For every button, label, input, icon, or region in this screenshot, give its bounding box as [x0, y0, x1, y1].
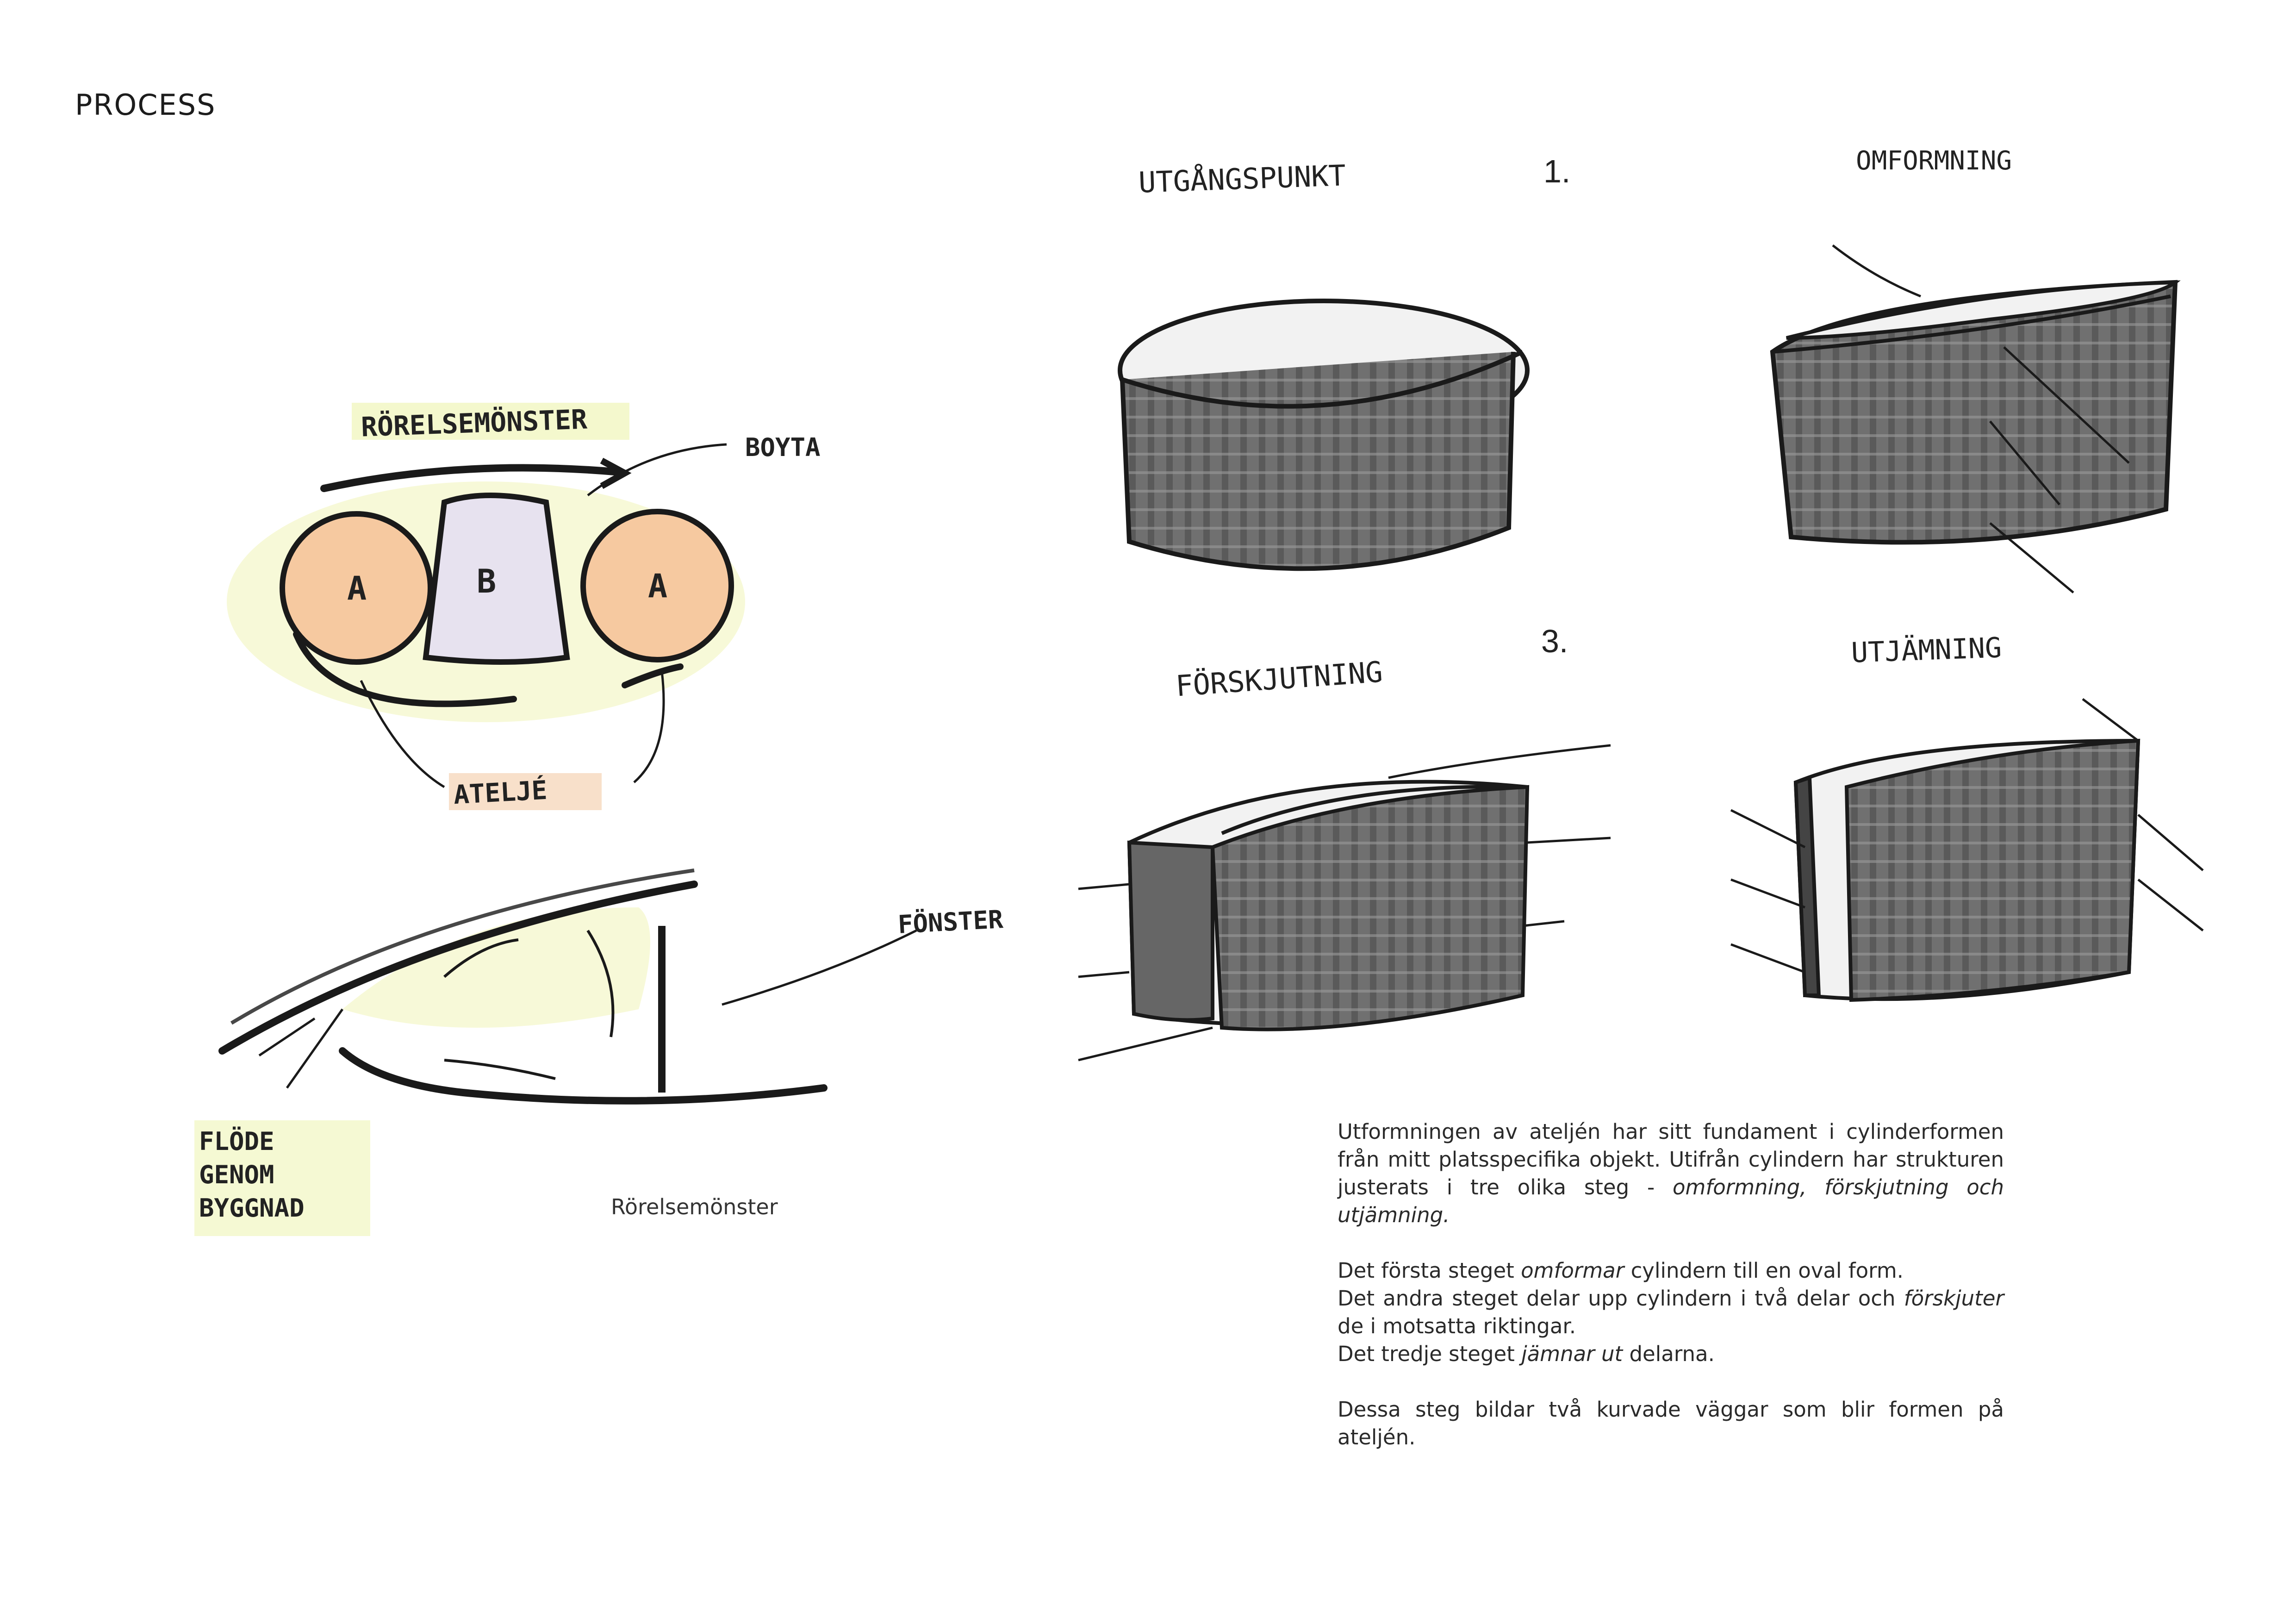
step3-split-sketch [1078, 744, 1611, 1062]
circle-a-left [280, 511, 433, 665]
step1-number: 1. [1543, 153, 1571, 189]
step1-title: UTGÅNGSPUNKT [1138, 158, 1347, 200]
label-flow-line3: BYGGNAD [199, 1193, 305, 1223]
movement-diagram [227, 403, 745, 810]
top-flow-arrow [320, 464, 624, 492]
step2-title: OMFORMNING [1856, 146, 2012, 176]
label-circle-a-right: A [648, 567, 668, 605]
step3-number: 3. [1541, 623, 1568, 659]
label-block-b: B [477, 562, 497, 600]
label-flow-line2: GENOM [199, 1160, 274, 1189]
description-paragraph-3: Dessa steg bildar två kurvade väggar som… [1338, 1397, 2004, 1449]
page-title: PROCESS [75, 88, 216, 122]
step4-equalize-sketch [1730, 698, 2204, 1002]
label-studio: ATELJÉ [453, 775, 548, 811]
lower-wall [339, 1047, 828, 1105]
upper-wall [218, 881, 698, 1055]
description-text: Utformningen av ateljén har sitt fundame… [1338, 1118, 2004, 1479]
flow-diagram [194, 868, 917, 1236]
description-paragraph-1: Utformningen av ateljén har sitt fundame… [1338, 1119, 2004, 1227]
label-flow: FLÖDE GENOM BYGGNAD [199, 1125, 305, 1225]
label-living-area: BOYTA [745, 433, 821, 462]
label-flow-line1: FLÖDE [199, 1127, 274, 1156]
block-b [423, 493, 570, 665]
description-paragraph-2: Det första steget omformar cylindern til… [1338, 1258, 2004, 1366]
step1-cylinder-sketch [1118, 299, 1530, 571]
label-highlight-top [352, 403, 629, 440]
step2-oval-sketch [1770, 244, 2181, 593]
diagram-caption: Rörelsemönster [611, 1194, 778, 1219]
flow-label-highlight [194, 1120, 370, 1236]
step4-title: UTJÄMNING [1850, 631, 2003, 669]
label-circle-a-left: A [347, 569, 367, 607]
label-window: FÖNSTER [897, 905, 1004, 939]
circle-a-right [580, 509, 734, 662]
studio-label-highlight [449, 773, 602, 810]
